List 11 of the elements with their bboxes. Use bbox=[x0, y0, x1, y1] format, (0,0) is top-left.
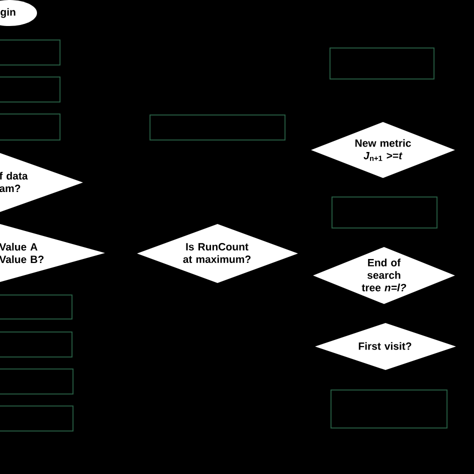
process-box bbox=[0, 40, 60, 66]
process-box bbox=[0, 294, 72, 320]
process-box bbox=[0, 114, 60, 140]
process-box bbox=[0, 332, 72, 358]
process-box bbox=[0, 76, 60, 102]
process-box bbox=[150, 114, 286, 140]
process-box bbox=[332, 196, 438, 228]
process-box bbox=[0, 368, 74, 394]
process-box bbox=[330, 390, 448, 428]
process-box bbox=[0, 406, 74, 432]
process-box bbox=[330, 48, 434, 80]
